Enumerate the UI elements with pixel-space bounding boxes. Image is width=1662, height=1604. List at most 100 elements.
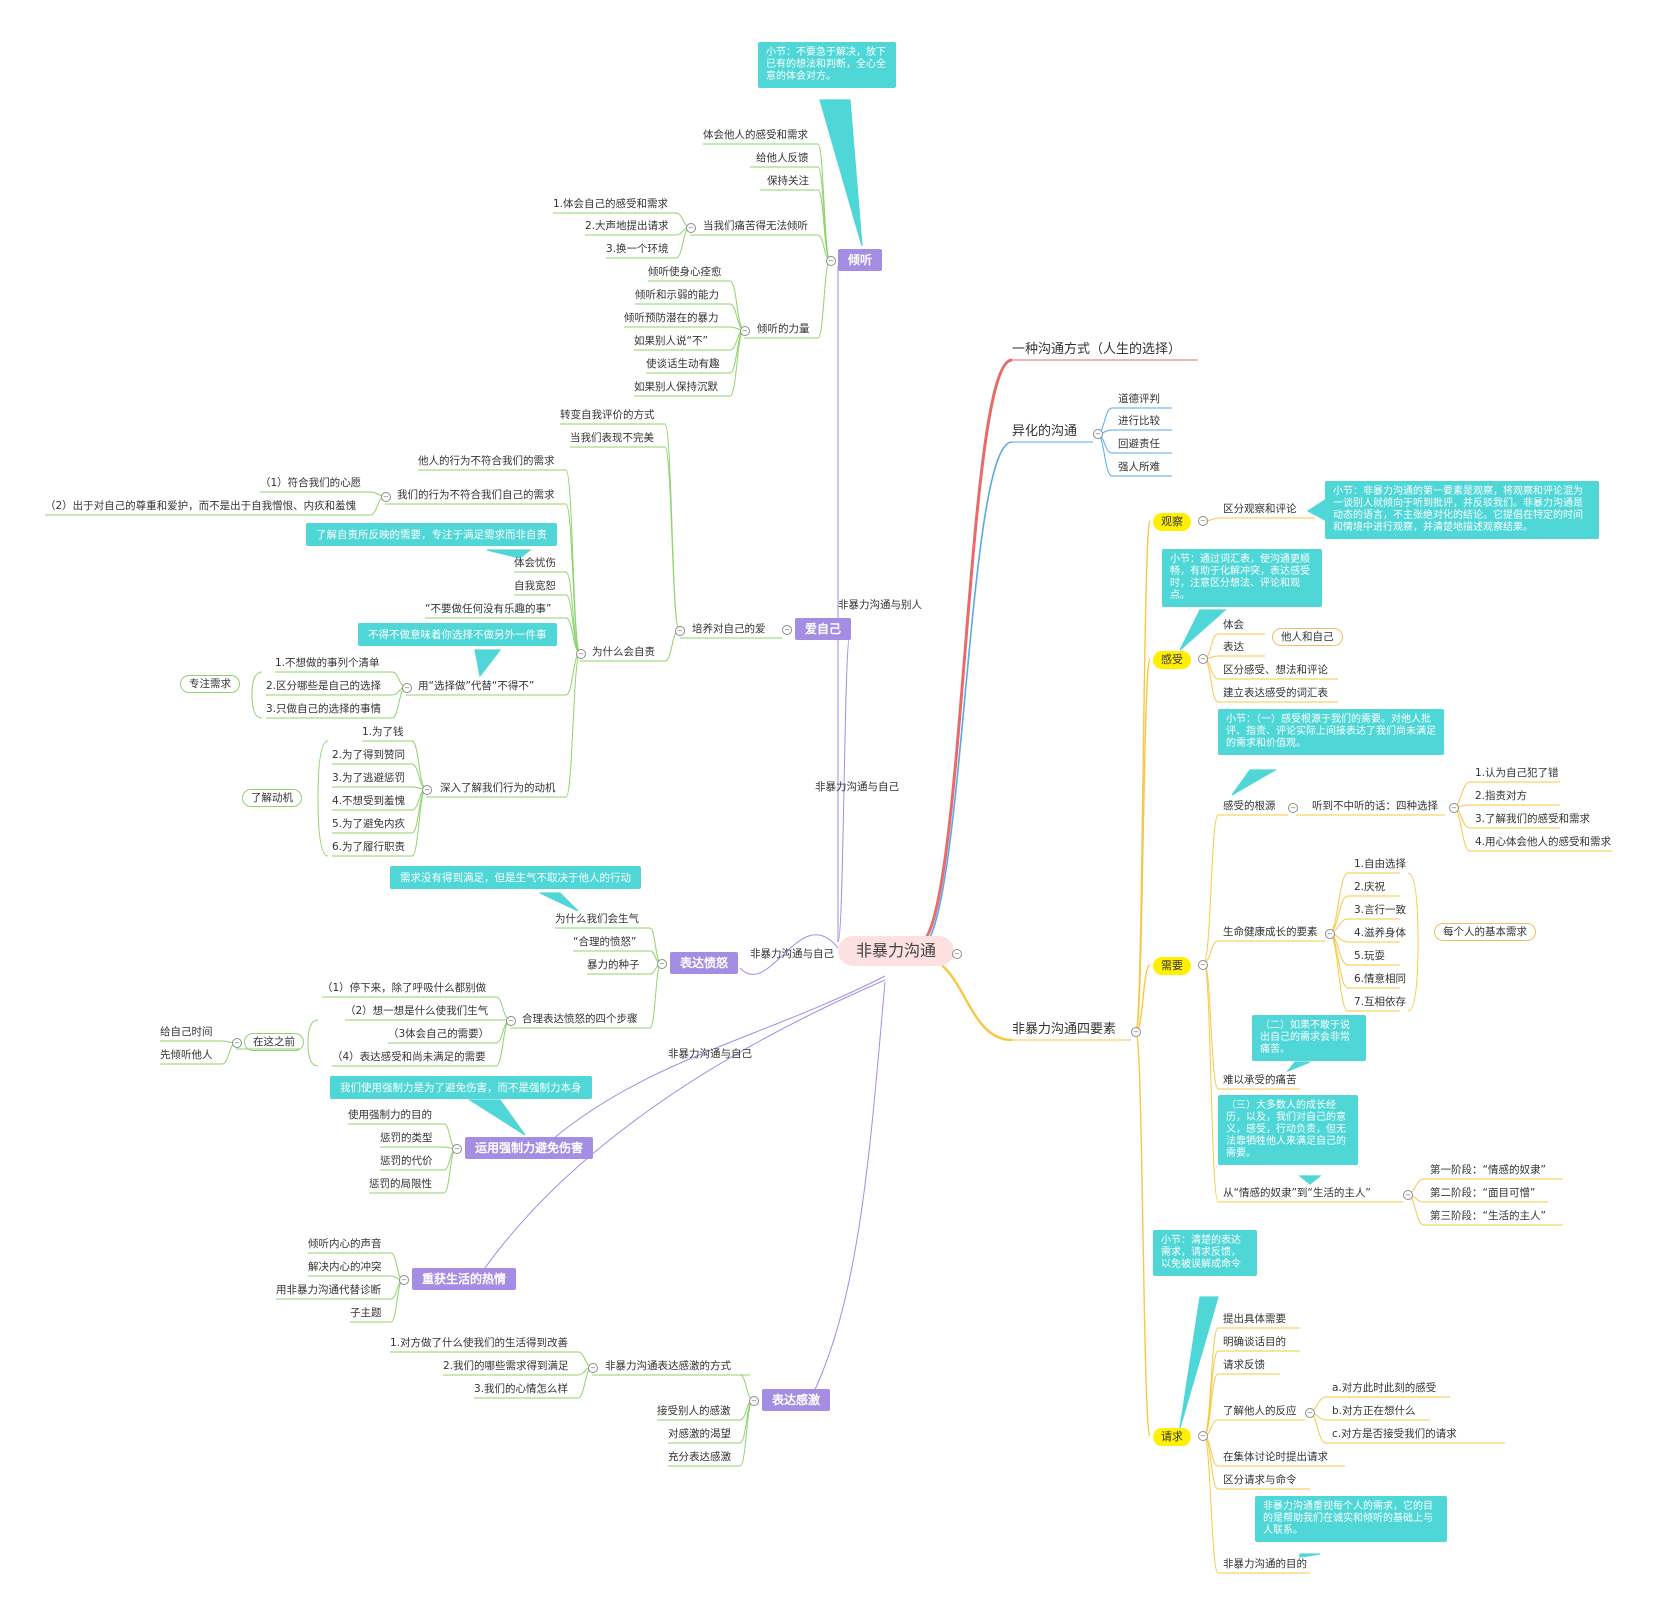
force-item[interactable]: 使用强制力的目的: [348, 1109, 432, 1121]
love-why[interactable]: 为什么会自责: [592, 646, 655, 658]
stage-item[interactable]: 第一阶段：“情感的奴隶”: [1430, 1164, 1546, 1176]
motive-item[interactable]: 4.不想受到羞愧: [332, 795, 406, 807]
request-purpose[interactable]: 非暴力沟通的目的: [1223, 1558, 1307, 1570]
alienated-item[interactable]: 进行比较: [1118, 415, 1160, 427]
relation-label-self-3[interactable]: 非暴力沟通与自己: [668, 1048, 752, 1060]
alienated-item[interactable]: 道德评判: [1118, 393, 1160, 405]
need-root[interactable]: 感受的根源: [1223, 800, 1276, 812]
four-elements-toggle[interactable]: −: [1131, 1027, 1141, 1037]
request-note-1[interactable]: 小节：清楚的表达需求，请求反馈，以免被误解成命令: [1153, 1230, 1257, 1276]
love-caption-2[interactable]: 不得不做意味着你选择不做另外一件事: [358, 623, 557, 646]
motive-item[interactable]: 3.为了逃避惩罚: [332, 772, 406, 784]
anger-steps[interactable]: 合理表达愤怒的四个步骤: [522, 1013, 638, 1025]
motive-item[interactable]: 2.为了得到赞同: [332, 749, 406, 761]
feel-item[interactable]: 建立表达感受的词汇表: [1223, 687, 1328, 699]
element-feel[interactable]: 感受: [1153, 651, 1191, 669]
need-stages-toggle[interactable]: −: [1403, 1190, 1413, 1200]
thanks-item[interactable]: 充分表达感激: [668, 1451, 731, 1463]
branch-choice[interactable]: 一种沟通方式（人生的选择）: [1012, 342, 1182, 357]
request-item[interactable]: 明确谈话目的: [1223, 1336, 1286, 1348]
choose-pill[interactable]: 专注需求: [180, 675, 240, 693]
need-listen[interactable]: 听到不中听的话：四种选择: [1312, 800, 1438, 812]
request-item-2[interactable]: 区分请求与命令: [1223, 1474, 1297, 1486]
observe-toggle[interactable]: −: [1198, 516, 1208, 526]
pain-item[interactable]: 2.大声地提出请求: [585, 220, 669, 232]
power-item[interactable]: 使谈话生动有趣: [646, 358, 720, 370]
growth-item[interactable]: 1.自由选择: [1354, 858, 1407, 870]
force-item[interactable]: 惩罚的类型: [380, 1132, 433, 1144]
listen-choice[interactable]: 4.用心体会他人的感受和需求: [1475, 836, 1612, 848]
alienated-item[interactable]: 强人所难: [1118, 461, 1160, 473]
growth-item[interactable]: 4.滋养身体: [1354, 927, 1407, 939]
way-item[interactable]: 1.对方做了什么使我们的生活得到改善: [390, 1337, 569, 1349]
love-item[interactable]: 转变自我评价的方式: [560, 409, 655, 421]
feel-note[interactable]: 小节：通过词汇表，使沟通更顺畅，有助于化解冲突，表达感受时，注意区分想法、评论和…: [1162, 549, 1322, 607]
listen-choice[interactable]: 2.指责对方: [1475, 790, 1528, 802]
love-sub[interactable]: 培养对自己的爱: [692, 623, 766, 635]
anger-before-toggle[interactable]: −: [232, 1038, 242, 1048]
root-topic[interactable]: 非暴力沟通: [838, 936, 955, 966]
anger-toggle[interactable]: −: [657, 959, 667, 969]
thanks-way[interactable]: 非暴力沟通表达感激的方式: [605, 1360, 731, 1372]
listen-note[interactable]: 小节：不要急于解决，放下已有的想法和判断，全心全意的体会对方。: [758, 42, 896, 88]
need-root-toggle[interactable]: −: [1288, 803, 1298, 813]
power-item[interactable]: 如果别人说“不”: [634, 335, 708, 347]
feel-toggle[interactable]: −: [1198, 654, 1208, 664]
relation-label-self-1[interactable]: 非暴力沟通与自己: [815, 781, 899, 793]
anger-item[interactable]: 为什么我们会生气: [555, 913, 639, 925]
alienated-item[interactable]: 回避责任: [1118, 438, 1160, 450]
relation-label-self-2[interactable]: 非暴力沟通与自己: [750, 948, 834, 960]
love-choose-toggle[interactable]: −: [402, 683, 412, 693]
request-item[interactable]: 请求反馈: [1223, 1359, 1265, 1371]
love-sub-toggle[interactable]: −: [675, 626, 685, 636]
request-react-toggle[interactable]: −: [1305, 1408, 1315, 1418]
growth-item[interactable]: 5.玩耍: [1354, 950, 1386, 962]
power-item[interactable]: 如果别人保持沉默: [634, 381, 718, 393]
power-item[interactable]: 倾听和示弱的能力: [635, 289, 719, 301]
force-item[interactable]: 惩罚的代价: [380, 1155, 433, 1167]
need-note-1[interactable]: 小节：（一）感受根源于我们的需要。对他人批评、指责、评论实际上间接表达了我们尚未…: [1218, 709, 1444, 755]
before-item[interactable]: 先倾听他人: [160, 1049, 213, 1061]
love-caption-1[interactable]: 了解自责所反映的需要，专注于满足需求而非自责: [306, 523, 557, 546]
step-item[interactable]: （4）表达感受和尚未满足的需要: [332, 1051, 486, 1063]
relation-label-others[interactable]: 非暴力沟通与别人: [838, 599, 922, 611]
love-why-toggle[interactable]: −: [576, 649, 586, 659]
thanks-way-toggle[interactable]: −: [588, 1363, 598, 1373]
mid-item[interactable]: 自我宽恕: [514, 580, 556, 592]
observe-note[interactable]: 小节：非暴力沟通的第一要素是观察，将观察和评论混为一谈别人就倾向于听到批评，并反…: [1325, 481, 1599, 539]
motive-pill[interactable]: 了解动机: [242, 789, 302, 807]
passion-item[interactable]: 子主题: [350, 1307, 382, 1319]
topic-force[interactable]: 运用强制力避免伤害: [465, 1137, 594, 1159]
listen-pain[interactable]: 当我们痛苦得无法倾听: [703, 220, 808, 232]
pain-item[interactable]: 3.换一个环境: [606, 243, 669, 255]
listen-item[interactable]: 体会他人的感受和需求: [703, 129, 808, 141]
motive-item[interactable]: 6.为了履行职责: [332, 841, 406, 853]
need-note-2[interactable]: （二）如果不敢于说出自己的需求会非常痛苦。: [1252, 1015, 1366, 1061]
force-item[interactable]: 惩罚的局限性: [369, 1178, 432, 1190]
passion-item[interactable]: 解决内心的冲突: [308, 1261, 382, 1273]
observe-item[interactable]: 区分观察和评论: [1223, 503, 1297, 515]
growth-summary-pill[interactable]: 每个人的基本需求: [1434, 923, 1536, 941]
passion-item[interactable]: 用非暴力沟通代替诊断: [276, 1284, 381, 1296]
request-item-2[interactable]: 在集体讨论时提出请求: [1223, 1451, 1328, 1463]
power-item[interactable]: 倾听使身心痊愈: [648, 266, 722, 278]
why-mine-toggle[interactable]: −: [381, 492, 391, 502]
anger-caption[interactable]: 需求没有得到满足，但是生气不取决于他人的行动: [390, 866, 641, 889]
topic-thanks[interactable]: 表达感激: [762, 1389, 831, 1411]
passion-toggle[interactable]: −: [399, 1275, 409, 1285]
choose-item[interactable]: 3.只做自己的选择的事情: [266, 703, 382, 715]
why-mine[interactable]: 我们的行为不符合我们自己的需求: [397, 489, 555, 501]
anger-item[interactable]: “合理的愤怒”: [573, 936, 637, 948]
need-note-3[interactable]: （三）大多数人的成长经历，以及，我们对自己的意义，感受，行动负责，但无法靠牺牲他…: [1218, 1095, 1358, 1165]
force-toggle[interactable]: −: [452, 1144, 462, 1154]
alienated-toggle[interactable]: −: [1093, 429, 1103, 439]
need-growth[interactable]: 生命健康成长的要素: [1223, 926, 1318, 938]
love-self-toggle[interactable]: −: [782, 625, 792, 635]
topic-passion[interactable]: 重获生活的热情: [412, 1268, 517, 1290]
feel-item[interactable]: 区分感受、想法和评论: [1223, 664, 1328, 676]
request-note-2[interactable]: 非暴力沟通重视每个人的需求，它的目的是帮助我们在诚实和倾听的基础上与人联系。: [1255, 1496, 1447, 1542]
element-observe[interactable]: 观察: [1153, 513, 1191, 531]
root-collapse-toggle[interactable]: −: [952, 949, 962, 959]
need-pain[interactable]: 难以承受的痛苦: [1223, 1074, 1297, 1086]
mine-item[interactable]: （2）出于对自己的尊重和爱护，而不是出于自我憎恨、内疚和羞愧: [45, 500, 357, 512]
